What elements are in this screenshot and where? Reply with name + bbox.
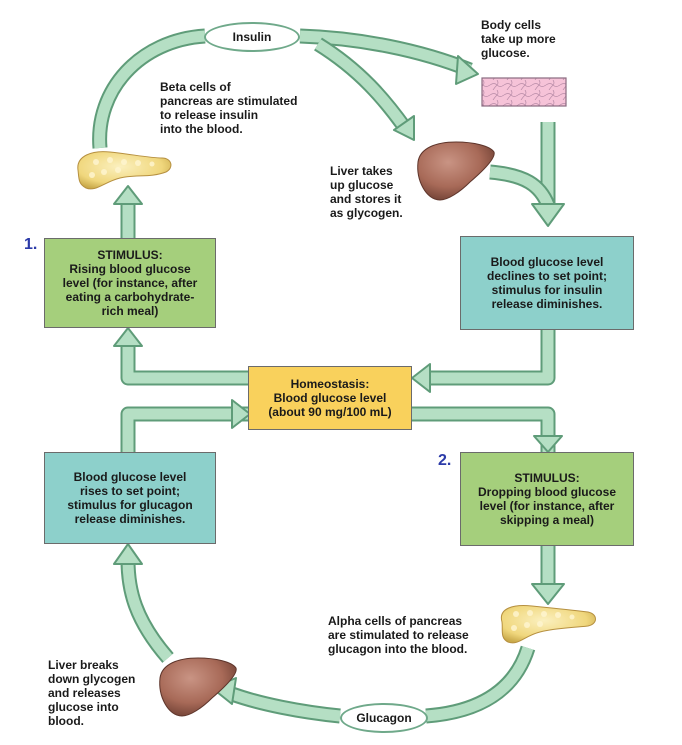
arrowhead-to-pancreas-bottom [531,583,565,605]
step-number-1: 1. [24,236,38,253]
stimulus-rising-box: STIMULUS: Rising blood glucose level (fo… [44,238,216,328]
rises-line: Blood glucose level [73,470,187,484]
arrowhead-to-homeostasis-right [411,363,431,393]
declines-line: stimulus for insulin [491,283,603,297]
body-cells-icon [481,77,567,107]
stimulus-rising-line: rich meal) [101,304,159,318]
stimulus-rising-line: STIMULUS: [97,248,163,262]
stimulus-dropping-line: STIMULUS: [514,471,580,485]
homeostasis-box: Homeostasis: Blood glucose level (about … [248,366,412,430]
body-cells-text: Body cells take up more glucose. [481,18,556,60]
homeostasis-line: (about 90 mg/100 mL) [268,405,392,419]
arrowhead-to-rises [113,543,143,565]
band-homeostasis-to-dropping [412,406,556,452]
arrowhead-to-dropping [533,435,563,453]
rises-line: release diminishes. [74,512,186,526]
rises-line: stimulus for glucagon [67,498,193,512]
beta-cells-text: Beta cells of pancreas are stimulated to… [160,80,298,136]
liver-icon [159,657,237,717]
arrowhead-to-liver-top [393,115,415,141]
stimulus-rising-line: level (for instance, after [62,276,198,290]
stimulus-dropping-line: level (for instance, after [479,499,615,513]
glucagon-oval: Glucagon [340,703,428,733]
arrowhead-to-homeostasis-left [231,399,251,429]
connector-bands [92,28,556,724]
stimulus-rising-line: eating a carbohydrate- [65,290,195,304]
liver-takes-text: Liver takes up glucose and stores it as … [330,164,403,220]
declines-box: Blood glucose level declines to set poin… [460,236,634,330]
step-number-2: 2. [438,452,452,469]
pancreas-icon [77,151,172,190]
insulin-oval: Insulin [204,22,300,52]
arrowhead-to-stimulus-rising [113,327,143,347]
pancreas-icon [500,605,596,644]
stimulus-dropping-box: STIMULUS: Dropping blood glucose level (… [460,452,634,546]
glucagon-label: Glucagon [356,711,412,725]
arrowhead-to-body-cells [455,55,479,85]
liver-breaks-text: Liver breaks down glycogen and releases … [48,658,136,728]
declines-line: declines to set point; [486,269,607,283]
arrowhead-to-pancreas-top [113,185,143,205]
declines-line: release diminishes. [491,297,603,311]
rises-line: rises to set point; [79,484,180,498]
stimulus-rising-line: Rising blood glucose [69,262,191,276]
arrowhead-to-declines [531,203,565,227]
band-declines-to-homeostasis [428,330,556,386]
stimulus-dropping-line: Dropping blood glucose [478,485,616,499]
band-rises-to-homeostasis [120,406,248,452]
liver-icon [417,141,495,201]
insulin-label: Insulin [232,30,272,44]
stimulus-dropping-line: skipping a meal) [499,513,595,527]
rises-box: Blood glucose level rises to set point; … [44,452,216,544]
homeostasis-line: Homeostasis: [290,377,370,391]
homeostasis-line: Blood glucose level [273,391,387,405]
declines-line: Blood glucose level [490,255,604,269]
alpha-cells-text: Alpha cells of pancreas are stimulated t… [328,614,469,656]
arrow-heads [113,55,565,705]
